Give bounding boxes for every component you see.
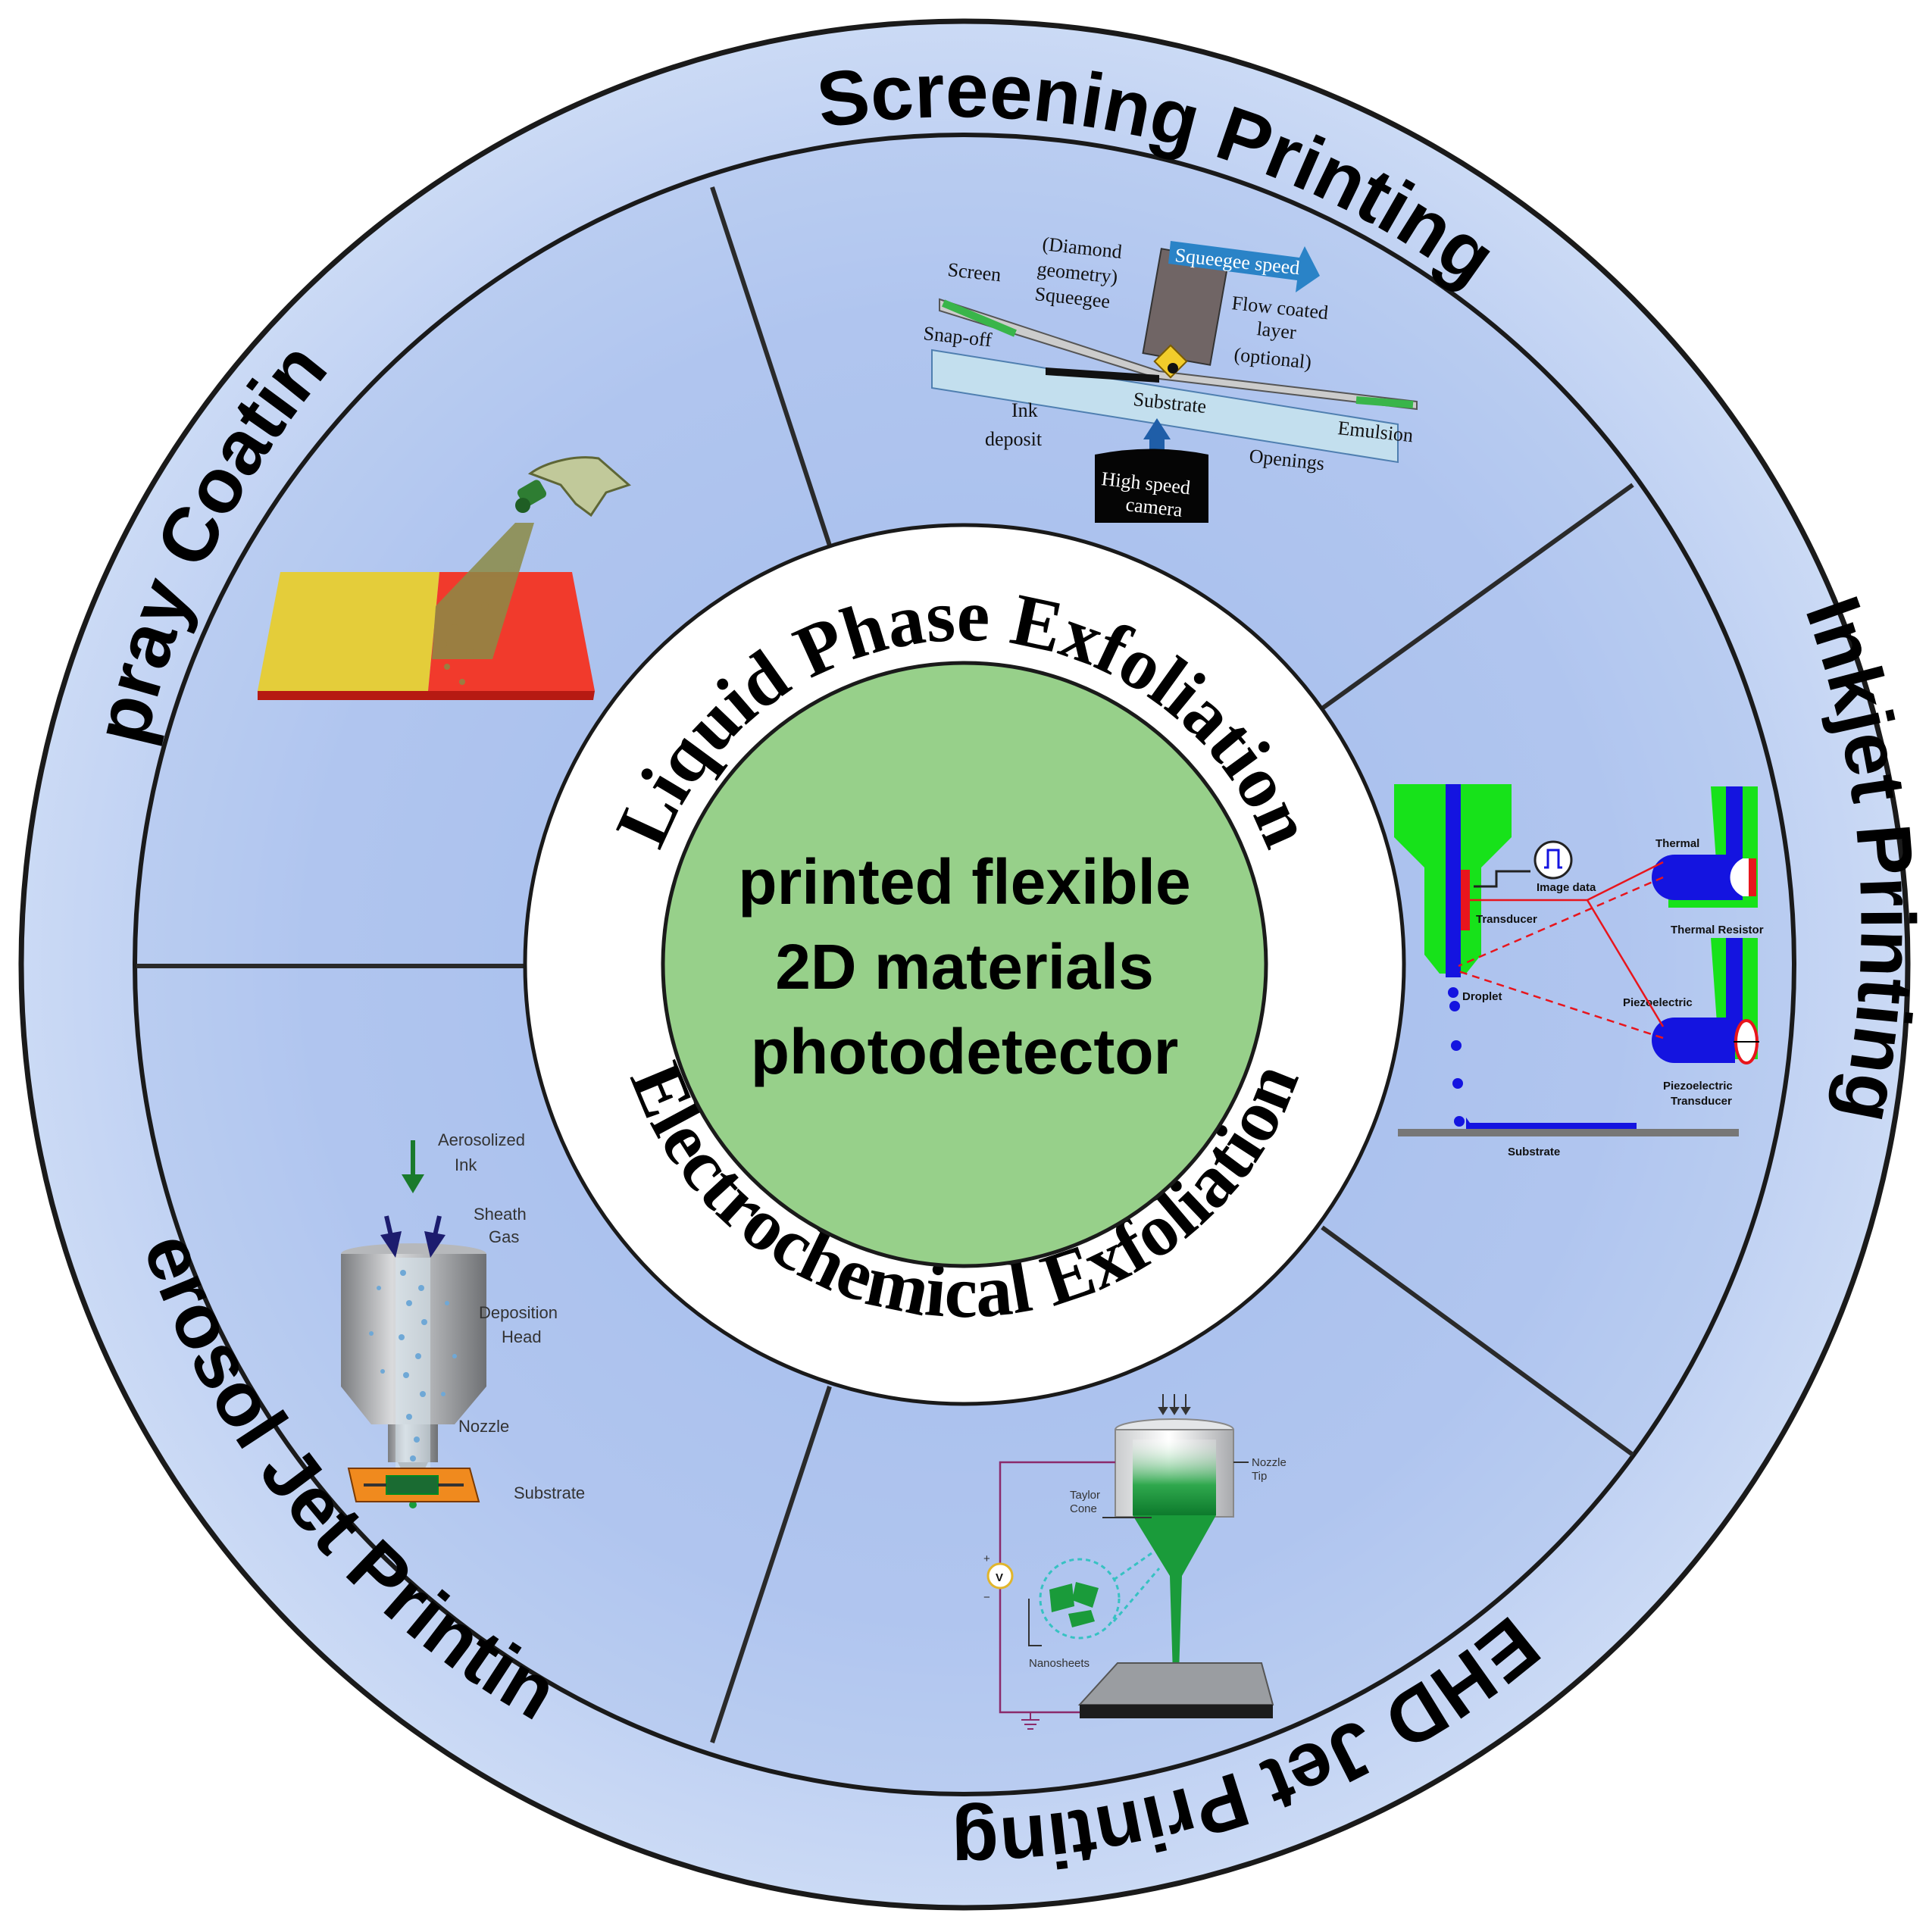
- label-taylor-2: Cone: [1070, 1502, 1097, 1515]
- label-nozzle-tip-2: Tip: [1252, 1470, 1267, 1483]
- label-thermal-resistor: Thermal Resistor: [1671, 924, 1764, 936]
- label-nanosheets: Nanosheets: [1029, 1657, 1090, 1670]
- label-sheath-2: Gas: [489, 1227, 519, 1246]
- spray-yellow-surface: [258, 572, 439, 691]
- camera-arrow: [1143, 418, 1171, 452]
- section-dividers: [136, 186, 1634, 1743]
- label-plus: +: [983, 1552, 990, 1565]
- sheath-gas-arrows: [424, 1231, 446, 1258]
- spray-plume: [432, 523, 534, 685]
- label-flow-2: layer: [1255, 317, 1297, 343]
- label-image-data: Image data: [1537, 881, 1596, 894]
- label-transducer: Transducer: [1476, 913, 1537, 926]
- label-thermal: Thermal: [1655, 837, 1699, 850]
- ehd-jet-illustration: Nanosheets V + − Nozzle Tip Taylor Cone: [983, 1394, 1287, 1730]
- label-sheath-1: Sheath: [474, 1205, 527, 1224]
- label-ink-2: deposit: [985, 428, 1043, 450]
- label-piezo-transducer-2: Transducer: [1671, 1095, 1732, 1108]
- label-volt: V: [996, 1571, 1003, 1584]
- ink-droplets: [1447, 964, 1465, 1127]
- screen-substrate-plate: [931, 349, 1399, 464]
- inkjet-substrate: [1398, 1129, 1739, 1136]
- label-aerosol-substrate: Substrate: [514, 1483, 585, 1502]
- label-ink-1: Ink: [1011, 399, 1038, 421]
- label-nozzle: Nozzle: [458, 1417, 509, 1436]
- voltage-source-icon: [986, 1562, 1014, 1590]
- inkjet-arrows: [1458, 861, 1665, 1039]
- screen-printing-illustration: Squeegee speed Screen (Diamond geometry)…: [922, 233, 1418, 523]
- label-inkjet-substrate: Substrate: [1508, 1146, 1560, 1158]
- center-line-3: photodetector: [751, 1016, 1179, 1087]
- ink-deposit: [1046, 367, 1159, 383]
- label-aerosolized-1: Aerosolized: [438, 1130, 525, 1149]
- aerosol-particles: [369, 1270, 457, 1462]
- inkjet-illustration: Image data Transducer Thermal Thermal Re…: [1394, 784, 1764, 1158]
- aerosol-jet-illustration: Aerosolized Ink Sheath Gas Deposition He…: [341, 1130, 585, 1508]
- spray-gun-icon: [515, 456, 631, 517]
- center-disc: [661, 661, 1268, 1268]
- nanosheets: [1049, 1582, 1099, 1627]
- label-nozzle-tip-1: Nozzle: [1252, 1456, 1287, 1469]
- image-data-icon: [1534, 840, 1573, 880]
- ehd-pressure-arrows: [1158, 1394, 1191, 1415]
- label-piezoelectric: Piezoelectric: [1623, 996, 1693, 1009]
- center-line-2: 2D materials: [775, 931, 1154, 1002]
- high-speed-camera: [1095, 449, 1208, 523]
- label-droplet: Droplet: [1462, 990, 1502, 1003]
- aerosol-ink-arrow: [402, 1174, 424, 1193]
- center-line-1: printed flexible: [738, 846, 1190, 918]
- label-minus: −: [983, 1591, 990, 1604]
- nanosheet-zoom-circle: [1039, 1558, 1121, 1640]
- label-deposition-2: Head: [502, 1327, 542, 1346]
- squeegee-speed-arrow: [1168, 241, 1320, 292]
- label-deposition-1: Deposition: [479, 1303, 558, 1322]
- label-taylor-1: Taylor: [1070, 1489, 1100, 1502]
- label-piezo-transducer-1: Piezoelectric: [1663, 1080, 1733, 1093]
- ground-icon: [1021, 1712, 1040, 1730]
- label-aerosolized-2: Ink: [455, 1155, 477, 1174]
- taylor-cone: [1133, 1515, 1216, 1674]
- spray-coating-illustration: [258, 456, 631, 700]
